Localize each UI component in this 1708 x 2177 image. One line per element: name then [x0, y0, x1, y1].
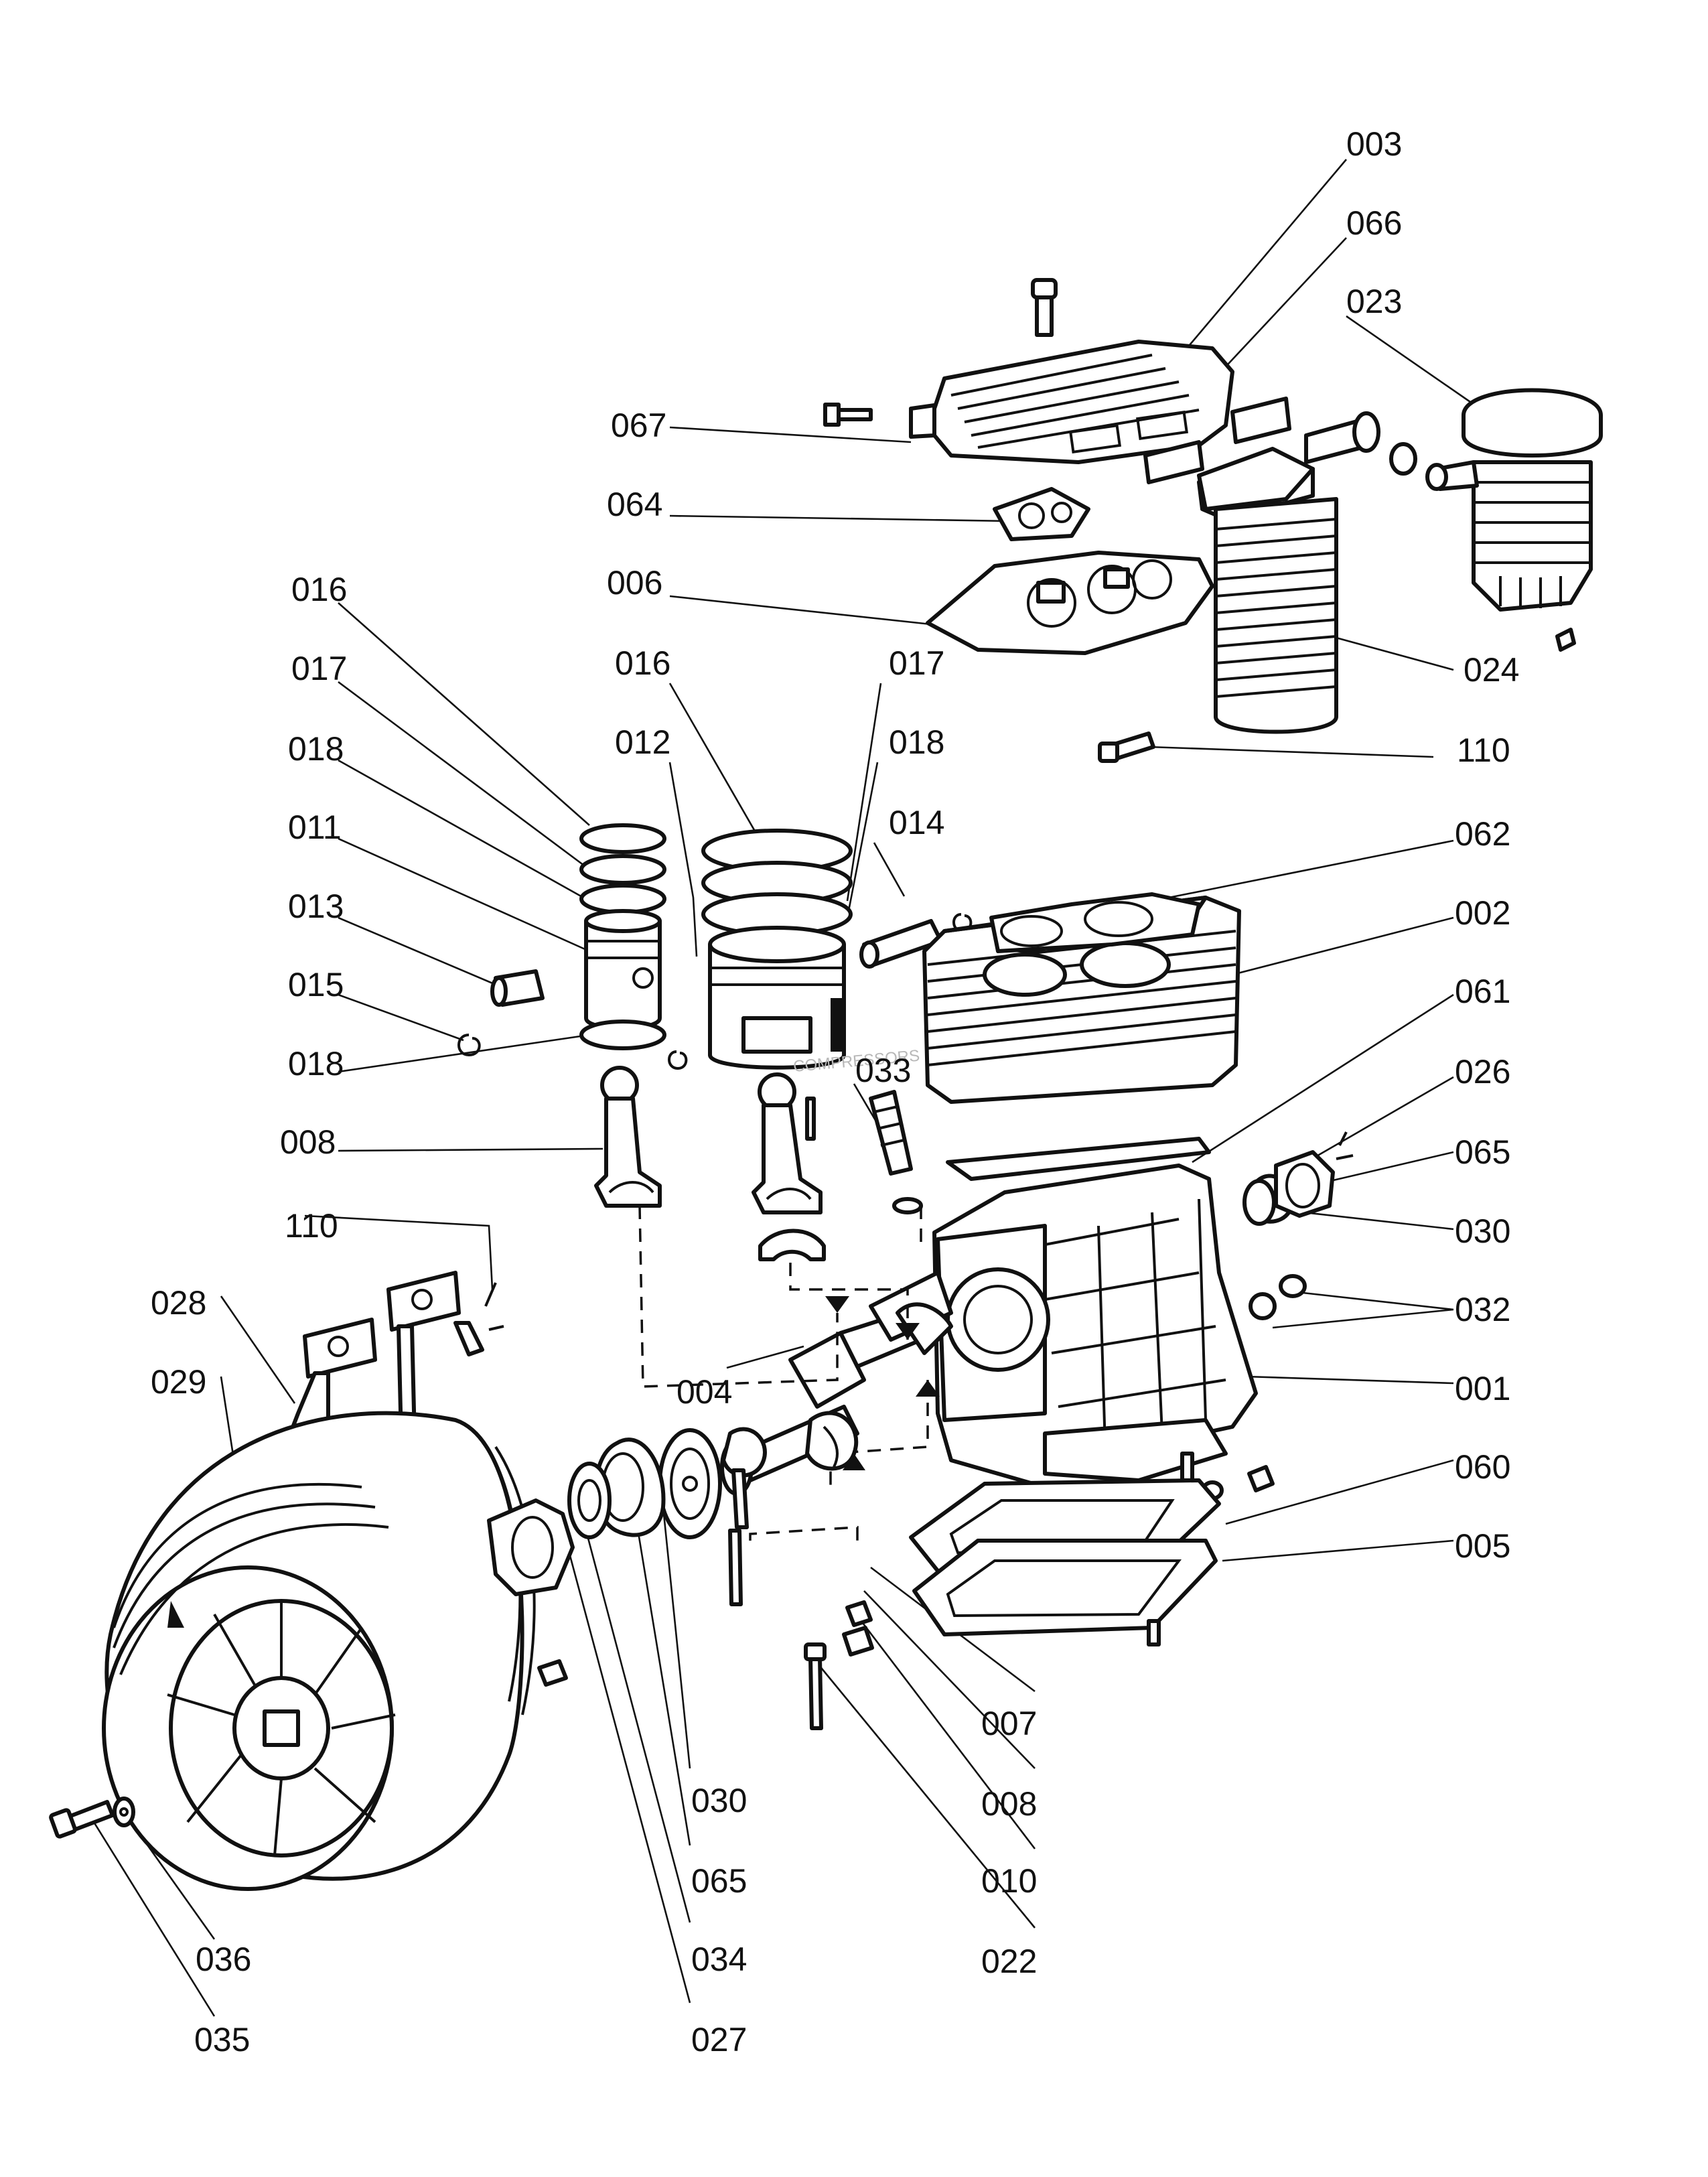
label-036: 036 [196, 1941, 251, 1978]
gasket-061 [946, 1137, 1211, 1181]
label-065-right: 065 [1455, 1133, 1510, 1171]
intake-tube-024 [1197, 447, 1338, 734]
label-017-left: 017 [291, 650, 347, 687]
oil-seal-034 [567, 1462, 612, 1539]
label-016-right: 016 [615, 644, 670, 682]
label-027: 027 [691, 2021, 747, 2058]
label-022: 022 [981, 1943, 1037, 1980]
flywheel-029 [102, 1411, 536, 1891]
label-001: 001 [1455, 1370, 1510, 1407]
label-012: 012 [615, 723, 670, 761]
label-002: 002 [1455, 894, 1510, 932]
end-cover-026 [1274, 1150, 1335, 1218]
label-060: 060 [1455, 1448, 1510, 1486]
label-013: 013 [288, 888, 344, 925]
head-gasket-064 [993, 487, 1090, 541]
assembly-arrows [825, 1296, 940, 1470]
label-007: 007 [981, 1705, 1037, 1742]
bolt-035 [49, 1800, 115, 1839]
bearing-030-front [658, 1428, 722, 1539]
piston-small-011 [579, 823, 666, 1050]
valve-plate-006 [926, 551, 1214, 655]
crankcase-001 [932, 1164, 1258, 1496]
air-filter-023 [1425, 388, 1603, 652]
label-030-lower: 030 [691, 1782, 747, 1819]
piston-pin-013 [490, 969, 545, 1007]
plug-032 [1249, 1274, 1307, 1320]
label-064: 064 [607, 486, 662, 523]
label-030-right: 030 [1455, 1212, 1510, 1250]
screw-022 [804, 1642, 827, 1730]
label-016-left: 016 [291, 571, 347, 608]
oil-dipper-left [721, 1427, 767, 1529]
valve-110-top [1098, 731, 1155, 763]
assembly-dashed-lines [638, 1205, 929, 1547]
cylinder-head-003 [823, 278, 1234, 464]
label-065-lower: 065 [691, 1862, 747, 1900]
label-061: 061 [1455, 973, 1510, 1010]
small-bolt-026 [1336, 1131, 1354, 1160]
label-014: 014 [889, 804, 944, 841]
label-110-left: 110 [285, 1207, 338, 1245]
label-006: 006 [607, 564, 662, 602]
label-032: 032 [1455, 1291, 1510, 1328]
label-035: 035 [194, 2021, 250, 2058]
gasket-062 [989, 892, 1201, 953]
label-005: 005 [1455, 1527, 1510, 1565]
circlip-left [668, 1050, 688, 1070]
label-026: 026 [1455, 1053, 1510, 1091]
label-018-right: 018 [889, 723, 944, 761]
connecting-rod-right-008 [752, 1072, 823, 1214]
label-015: 015 [288, 966, 344, 1003]
rod-cap-bearing [758, 1228, 826, 1261]
label-008-left: 008 [280, 1123, 336, 1161]
label-003: 003 [1346, 125, 1402, 163]
screw-left [728, 1529, 743, 1606]
label-004: 004 [677, 1373, 732, 1411]
label-062: 062 [1455, 815, 1510, 853]
nut-008 [845, 1600, 873, 1627]
label-011: 011 [288, 809, 342, 846]
leader-lines [92, 159, 1471, 2017]
washer-036 [113, 1797, 135, 1827]
piston-large-012 [701, 829, 853, 1070]
label-023: 023 [1346, 283, 1402, 320]
label-067: 067 [611, 407, 666, 444]
label-066: 066 [1346, 204, 1402, 242]
label-008-lower: 008 [981, 1785, 1037, 1823]
oil-pan-005 [912, 1539, 1218, 1646]
circlip-015 [457, 1034, 481, 1057]
label-029: 029 [151, 1363, 206, 1401]
part-labels: 003 066 023 067 064 006 024 110 016 017 … [151, 125, 1519, 2058]
label-018-lower: 018 [288, 1045, 344, 1082]
oil-dipper-007 [805, 1411, 859, 1471]
label-033: 033 [855, 1052, 911, 1089]
label-018-left: 018 [288, 730, 344, 768]
label-017-right: 017 [889, 644, 944, 682]
label-110-top: 110 [1457, 731, 1510, 769]
label-024: 024 [1464, 651, 1519, 689]
connecting-rod-left-008 [594, 1066, 662, 1208]
nut-010 [842, 1626, 874, 1657]
label-028: 028 [151, 1284, 206, 1322]
label-034: 034 [691, 1941, 747, 1978]
label-010: 010 [981, 1862, 1037, 1900]
pulley-hub [487, 1498, 575, 1687]
